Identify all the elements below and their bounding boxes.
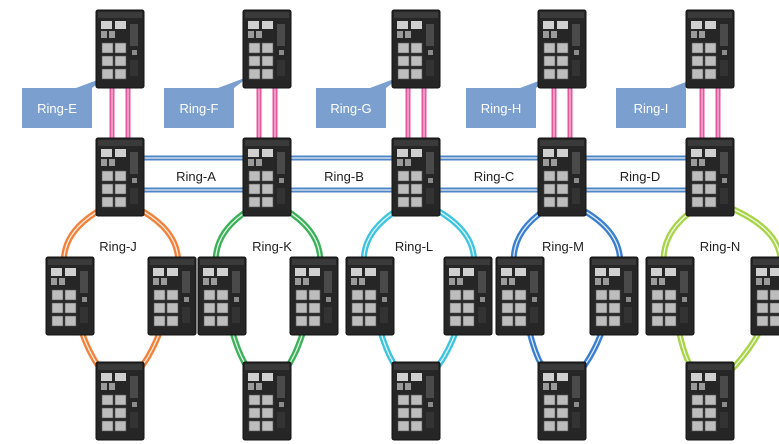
switches-layer: [45, 9, 779, 441]
industrial-ethernet-switch-icon: [537, 137, 587, 217]
industrial-ethernet-switch-icon: [289, 256, 339, 336]
callout-box: [466, 88, 536, 128]
ring-label-lower: Ring-L: [395, 239, 433, 254]
industrial-ethernet-switch-icon: [685, 361, 735, 441]
industrial-ethernet-switch-icon: [95, 361, 145, 441]
ring-label-upper: Ring-H: [481, 101, 521, 116]
industrial-ethernet-switch-icon: [537, 9, 587, 89]
industrial-ethernet-switch-icon: [345, 256, 395, 336]
ring-label-upper: Ring-G: [330, 101, 371, 116]
industrial-ethernet-switch-icon: [242, 361, 292, 441]
ring-label-lower: Ring-M: [542, 239, 584, 254]
callout-box: [616, 88, 686, 128]
industrial-ethernet-switch-icon: [685, 9, 735, 89]
industrial-ethernet-switch-icon: [495, 256, 545, 336]
industrial-ethernet-switch-icon: [645, 256, 695, 336]
industrial-ethernet-switch-icon: [537, 361, 587, 441]
callouts-layer: Ring-E Ring-F Ring-G Ring-H Ring-I: [22, 76, 702, 128]
ring-label-upper: Ring-F: [179, 101, 218, 116]
ring-callout: Ring-E: [22, 76, 108, 128]
ring-label-upper: Ring-I: [634, 101, 669, 116]
industrial-ethernet-switch-icon: [95, 9, 145, 89]
industrial-ethernet-switch-icon: [242, 137, 292, 217]
industrial-ethernet-switch-icon: [391, 361, 441, 441]
industrial-ethernet-switch-icon: [242, 9, 292, 89]
industrial-ethernet-switch-icon: [95, 137, 145, 217]
ring-callout: Ring-H: [466, 76, 552, 128]
industrial-ethernet-switch-icon: [197, 256, 247, 336]
ring-label-lower: Ring-N: [700, 239, 740, 254]
ring-label-lower: Ring-J: [99, 239, 137, 254]
ring-callout: Ring-F: [164, 76, 250, 128]
ring-label-lower: Ring-K: [252, 239, 292, 254]
ring-label-backbone: Ring-B: [324, 169, 364, 184]
industrial-ethernet-switch-icon: [750, 256, 779, 336]
callout-pointer: [218, 76, 250, 88]
ring-callout: Ring-G: [316, 76, 402, 128]
ring-links-layer: [60, 82, 779, 394]
industrial-ethernet-switch-icon: [45, 256, 95, 336]
industrial-ethernet-switch-icon: [589, 256, 639, 336]
industrial-ethernet-switch-icon: [391, 137, 441, 217]
callout-box: [22, 88, 92, 128]
ring-label-upper: Ring-E: [37, 101, 77, 116]
callout-box: [164, 88, 234, 128]
industrial-ethernet-switch-icon: [443, 256, 493, 336]
industrial-ethernet-switch-icon: [147, 256, 197, 336]
ring-label-backbone: Ring-D: [620, 169, 660, 184]
industrial-ethernet-switch-icon: [391, 9, 441, 89]
ring-label-backbone: Ring-A: [176, 169, 216, 184]
callout-box: [316, 88, 386, 128]
ring-labels-layer: Ring-A Ring-B Ring-C Ring-D Ring-J Ring-K Ring…: [99, 169, 740, 254]
ring-label-backbone: Ring-C: [474, 169, 514, 184]
industrial-ethernet-switch-icon: [685, 137, 735, 217]
ring-callout: Ring-I: [616, 76, 702, 128]
